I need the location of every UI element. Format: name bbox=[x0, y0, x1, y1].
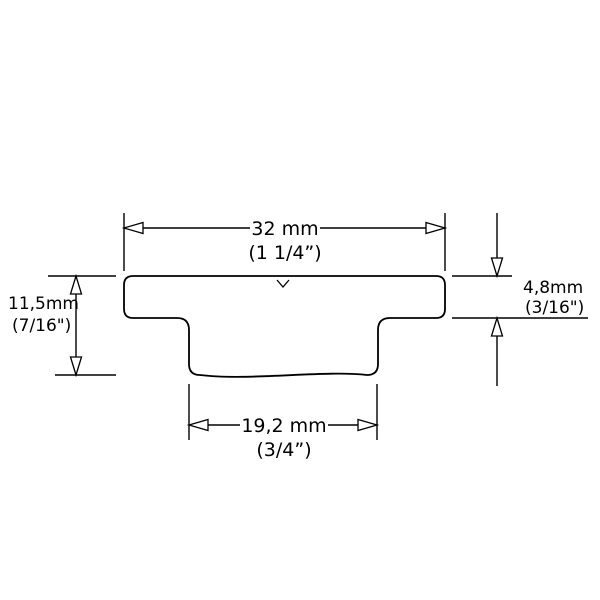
dim-top-width: 32 mm (1 1/4”) bbox=[121, 213, 448, 271]
arrow-down-icon bbox=[490, 257, 504, 279]
dim-top-width-value-label: 32 mm bbox=[251, 218, 318, 240]
dim-top-width-alt-label: (1 1/4”) bbox=[248, 242, 321, 264]
arrow-left-icon bbox=[121, 221, 144, 235]
dim-flange-thickness-value-label: 4,8mm bbox=[523, 278, 583, 298]
dim-overall-height: 11,5mm (7/16") bbox=[8, 273, 116, 378]
dim-slot-width-alt-label: (3/4”) bbox=[256, 439, 311, 461]
arrow-right-icon bbox=[357, 418, 380, 432]
dim-flange-thickness: 4,8mm (3/16") bbox=[452, 213, 588, 386]
dim-flange-thickness-alt-label: (3/16") bbox=[525, 298, 584, 318]
dim-slot-width-value-label: 19,2 mm bbox=[241, 415, 326, 437]
arrow-up-icon bbox=[490, 315, 504, 337]
arrow-up-icon bbox=[69, 273, 83, 295]
profile-outline bbox=[123, 275, 446, 378]
dim-overall-height-value-label: 11,5mm bbox=[8, 294, 79, 314]
arrow-down-icon bbox=[69, 356, 83, 378]
dim-slot-width: 19,2 mm (3/4”) bbox=[186, 384, 380, 461]
dim-overall-height-alt-label: (7/16") bbox=[12, 316, 71, 336]
arrow-right-icon bbox=[425, 221, 448, 235]
arrow-left-icon bbox=[186, 418, 209, 432]
center-mark-icon bbox=[276, 279, 290, 288]
